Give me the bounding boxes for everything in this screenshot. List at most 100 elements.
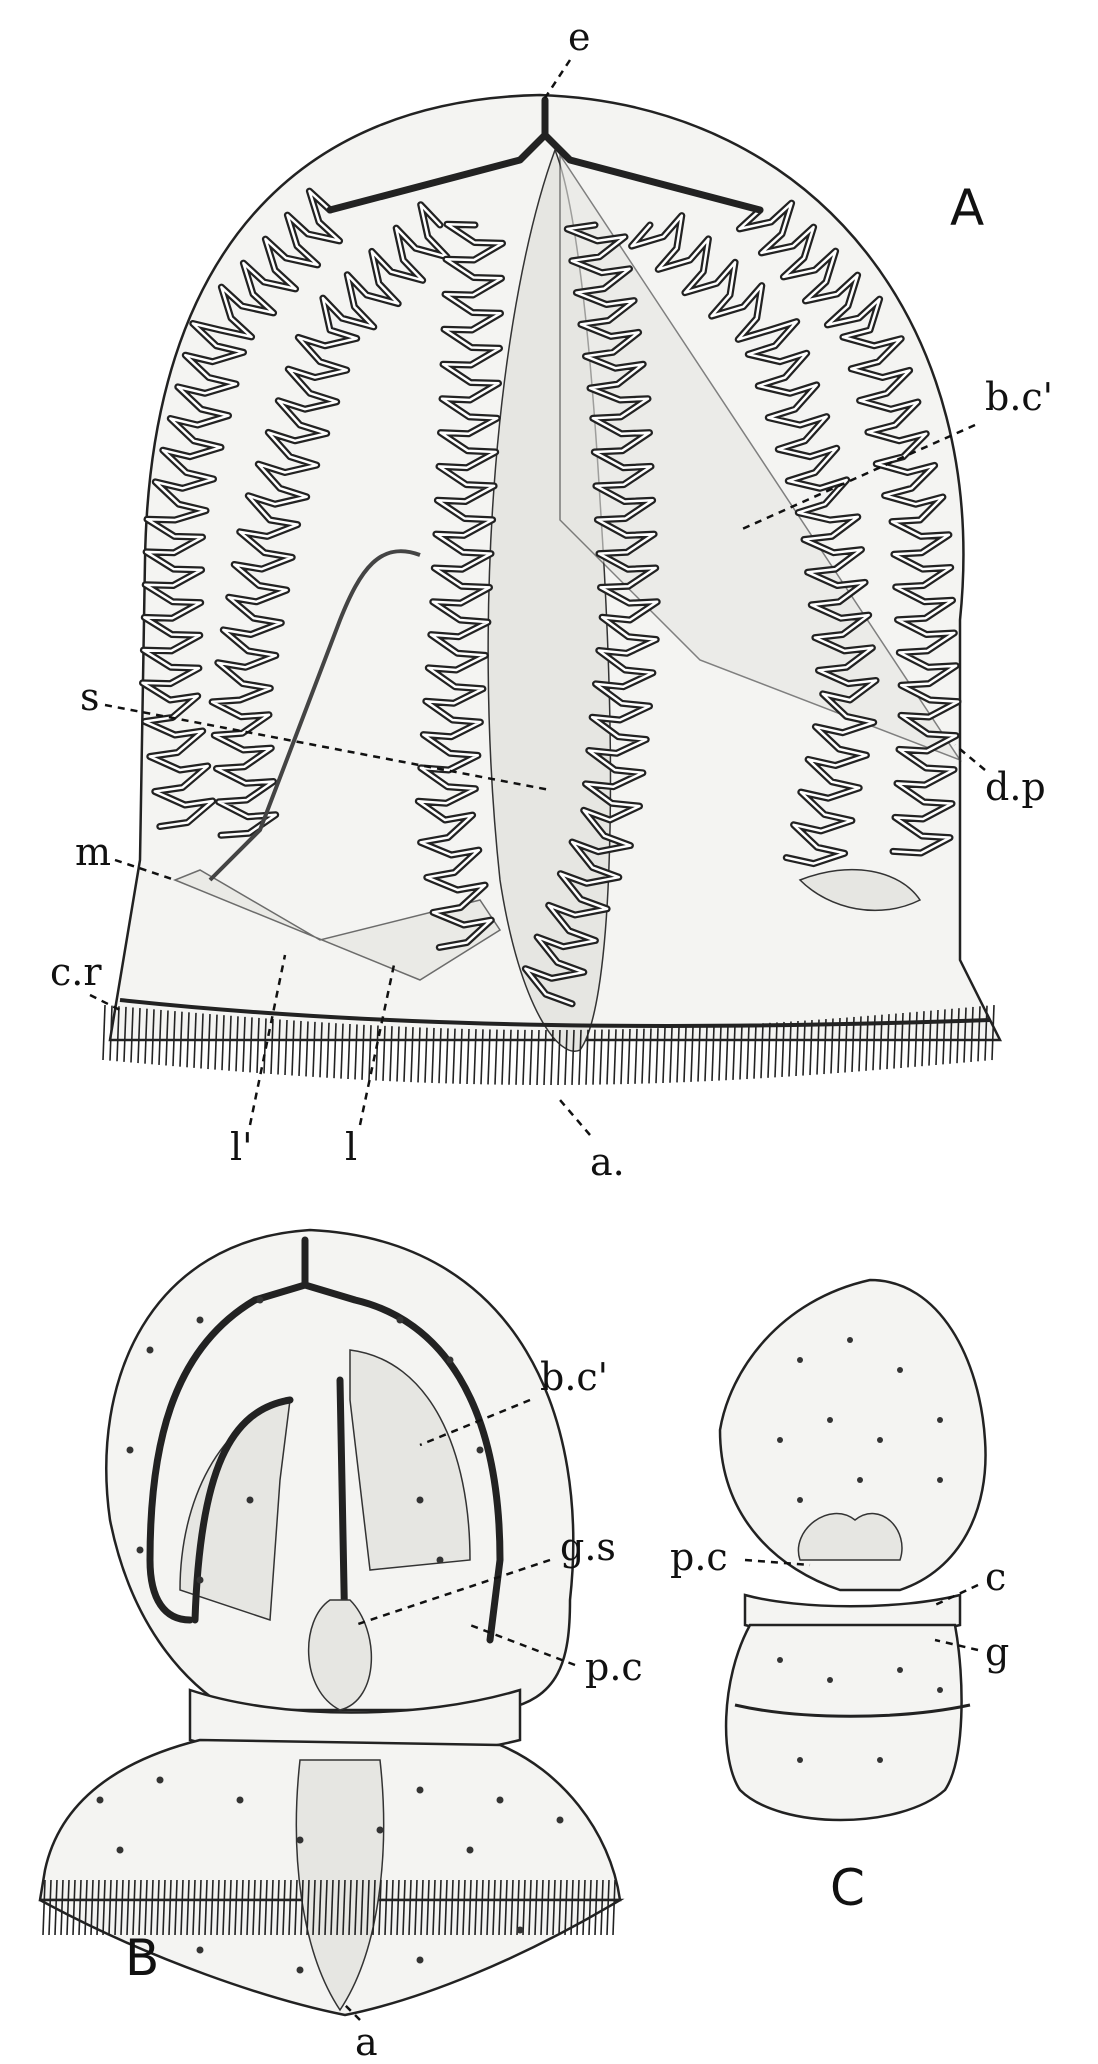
- cilium: [207, 1014, 211, 1070]
- figure-a-side-tube: [208, 549, 421, 882]
- stipple-dot: [126, 1446, 134, 1454]
- stipple-dot: [857, 1477, 863, 1483]
- label-g: g: [985, 1630, 1009, 1674]
- label-a-fig-b: a: [355, 2020, 378, 2064]
- cilium: [578, 1029, 582, 1085]
- cilium: [179, 1011, 183, 1067]
- cilium: [669, 1027, 673, 1083]
- label-pc-b: p.c: [585, 1645, 643, 1689]
- label-s: s: [80, 675, 100, 719]
- leader-pc-c: [744, 1558, 811, 1567]
- cilium: [276, 1879, 280, 1936]
- comb-canal-inner: [210, 203, 449, 837]
- cilium: [718, 1025, 722, 1081]
- cilium: [228, 1015, 232, 1071]
- stipple-dot: [296, 1836, 304, 1844]
- cilium: [312, 1879, 316, 1936]
- cilium: [753, 1023, 757, 1079]
- label-m: m: [75, 830, 111, 874]
- cilium: [648, 1028, 652, 1084]
- stipple-dot: [797, 1497, 803, 1503]
- cilium: [823, 1019, 827, 1075]
- figure-a-right-lobe: [798, 868, 922, 912]
- cilium: [570, 1879, 574, 1936]
- figure-a-rim: [119, 998, 991, 1028]
- cilium: [612, 1879, 616, 1936]
- cilium: [318, 1879, 322, 1936]
- cilium: [711, 1025, 715, 1081]
- cilium: [487, 1029, 491, 1085]
- cilium: [137, 1008, 141, 1064]
- cilium: [158, 1009, 162, 1065]
- comb-canal-inner: [630, 214, 878, 865]
- stipple-dot: [516, 1926, 524, 1934]
- cilium: [347, 1023, 351, 1080]
- cilium: [342, 1879, 346, 1936]
- stipple-dot: [196, 1316, 204, 1324]
- figure-b: B b.c' g.s p.c a: [38, 1228, 643, 2064]
- cilium: [534, 1879, 538, 1936]
- cilium: [200, 1013, 204, 1069]
- cilium: [150, 1879, 154, 1936]
- cilium: [956, 1008, 960, 1064]
- cilium: [228, 1879, 232, 1936]
- cilium: [319, 1022, 323, 1078]
- cilium: [252, 1879, 256, 1936]
- cilium: [522, 1879, 526, 1936]
- cilium: [221, 1015, 225, 1071]
- cilium: [459, 1028, 463, 1084]
- cilium: [788, 1021, 792, 1077]
- stipple-dot: [827, 1417, 833, 1423]
- cilium: [305, 1021, 309, 1077]
- figure-a-letter: A: [950, 179, 984, 237]
- cilium: [366, 1879, 370, 1936]
- cilium: [198, 1879, 202, 1936]
- cilium: [851, 1016, 855, 1072]
- leader-a-fig-b: [344, 2004, 361, 2021]
- leader-cr: [89, 993, 121, 1012]
- cilium: [242, 1016, 246, 1072]
- cilium: [172, 1011, 176, 1067]
- cilium: [781, 1021, 785, 1077]
- figure-b-inner-lobe-right: [349, 1349, 471, 1571]
- figure-a-comb-canals: [139, 187, 962, 1008]
- stipple-dot: [256, 1296, 264, 1304]
- leader-dp: [954, 744, 986, 771]
- cilium: [683, 1027, 687, 1083]
- cilium: [634, 1028, 638, 1084]
- cilium: [403, 1026, 407, 1082]
- cilium: [114, 1879, 118, 1936]
- cilium: [168, 1879, 172, 1936]
- cilium: [528, 1879, 532, 1936]
- figure-b-letter: B: [125, 1929, 159, 1987]
- stipple-dot: [436, 1556, 444, 1564]
- stipple-dot: [246, 1496, 254, 1504]
- cilium: [288, 1879, 292, 1936]
- cilium: [246, 1879, 250, 1936]
- leader-e: [543, 59, 572, 99]
- cilium: [942, 1009, 946, 1065]
- label-e: e: [568, 15, 591, 59]
- cilium: [486, 1879, 490, 1936]
- cilium: [492, 1879, 496, 1936]
- cilium: [291, 1020, 295, 1076]
- cilium: [138, 1879, 142, 1936]
- cilium: [361, 1024, 365, 1080]
- cilium: [498, 1879, 502, 1936]
- comb-canal-inner: [738, 201, 960, 855]
- cilium: [606, 1029, 610, 1085]
- cilium: [126, 1879, 130, 1936]
- cilium: [48, 1879, 52, 1936]
- cilium: [438, 1028, 442, 1084]
- cilium: [474, 1879, 478, 1936]
- cilium: [66, 1879, 70, 1936]
- cilium: [529, 1029, 533, 1085]
- cilium: [893, 1013, 897, 1069]
- stipple-dot: [196, 1576, 204, 1584]
- cilium: [564, 1879, 568, 1936]
- leader-m: [114, 858, 176, 882]
- cilium: [588, 1879, 592, 1936]
- cilium: [599, 1029, 603, 1085]
- stipple-dot: [797, 1757, 803, 1763]
